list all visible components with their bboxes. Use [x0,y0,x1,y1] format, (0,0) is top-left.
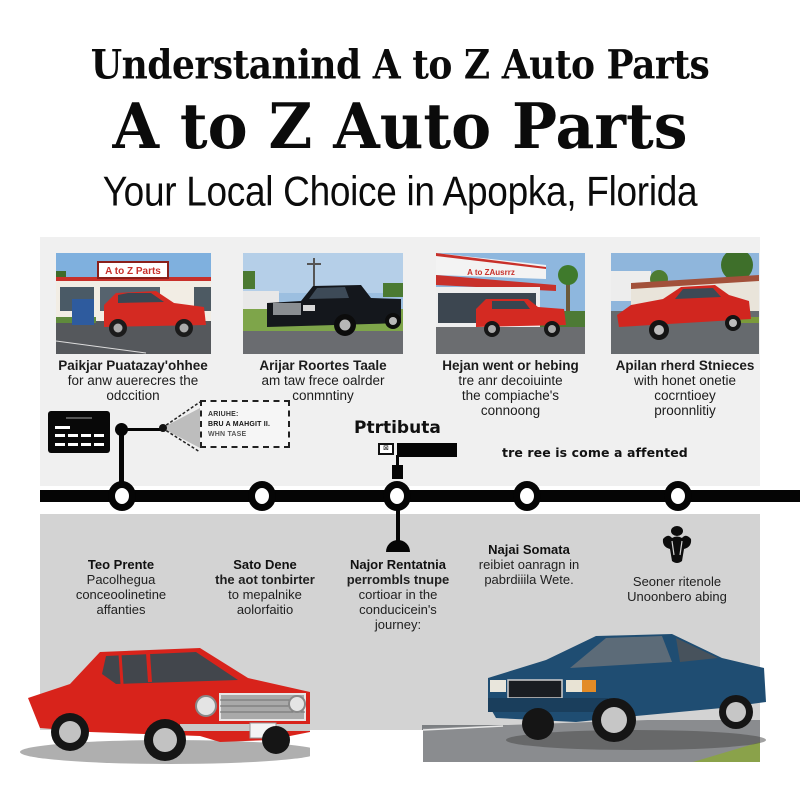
caption-line: cortioar in the [358,587,438,602]
caption-line: the aot tonbirter [215,572,315,587]
caption-line: affanties [96,602,146,617]
timeline-node-1[interactable] [108,481,136,511]
caption-line: conmntiny [292,388,354,403]
bottom-caption-2: Sato Dene the aot tonbirter to mepalnike… [200,557,330,617]
photo-4-caption: Apilan rherd Stnieces with honet onetie … [601,358,769,418]
caption-title: Najor Rentatnia [349,557,447,572]
caption-line: conducicein's [359,602,437,617]
bottom-caption-5: Seoner ritenole Unoonbero abing [612,574,742,604]
photo-2-caption: Arijar Roortes Taale am taw frece oalrde… [238,358,408,403]
node-3-lower-stem [396,510,400,546]
caption-line: odccition [106,388,160,403]
caption-line: am taw frece oalrder [261,373,385,388]
caption-title: Arijar Roortes Taale [259,358,387,373]
caption-line: connoong [480,403,541,418]
caption-title: Hejan went or hebing [442,358,579,373]
annotation-line: WHN TASE [208,431,247,438]
photo-red-sedan [611,253,759,354]
header: Understanind A to Z Auto Parts A to Z Au… [0,0,800,230]
caption-line: reibiet oanragn in [478,557,580,572]
caption-line: journey: [374,617,422,632]
caption-line: tre anr decoiuinte [458,373,563,388]
headline-brand: A to Z Auto Parts [112,90,688,164]
photo-storefront-red-pickup: A to ZAusrrz [436,253,585,354]
caption-line: perrombls tnupe [346,572,450,587]
image-badge-icon: ⊠ [378,443,394,455]
marker-stem [396,455,399,467]
node-1-connector [124,428,164,431]
callout-pointer-icon [159,401,201,453]
marker-title: Ptrtibuta [354,418,441,438]
blue-sedan [486,632,770,752]
marker-block [392,465,403,479]
headline-understanding: Understanind A to Z Auto Parts [90,41,710,89]
node-1-stem [119,428,124,490]
caption-title: Paikjar Puatazay'ohhee [58,358,208,373]
caption-line: proonnlitiy [654,403,716,418]
caption-line: pabrdiiila Wete. [484,572,574,587]
caption-title: Apilan rherd Stnieces [615,358,755,373]
annotation-box: ARIUHE: BRU A MAHGIT II. WHN TASE [200,400,290,448]
node-1-knob [115,423,128,436]
bottom-caption-1: Teo Prente Pacolhegua conceoolinetine af… [56,557,186,617]
auto-part-icon [662,526,692,563]
timeline-note: tre ree is come a affented [502,445,688,460]
timeline-node-5[interactable] [664,481,692,511]
annotation-line: BRU A MAHGIT II. [208,421,271,428]
caption-line: the compiache's [461,388,560,403]
photo-1-caption: Paikjar Puatazay'ohhee for anw auerecres… [48,358,218,403]
timeline-track [40,490,800,502]
bottom-caption-4: Najai Somata reibiet oanragn in pabrdiii… [467,542,591,587]
store-sign-text: A to Z Parts [105,266,161,277]
caption-line: cocrntioey [654,388,716,403]
caption-line: conceoolinetine [75,587,167,602]
caption-title: Teo Prente [87,557,155,572]
timeline-node-4[interactable] [513,481,541,511]
photo-3-caption: Hejan went or hebing tre anr decoiuinte … [428,358,593,418]
marker-bar [397,443,457,457]
store-sign-text: A to ZAusrrz [467,268,515,277]
timeline-node-2[interactable] [248,481,276,511]
bottom-caption-3: Najor Rentatnia perrombls tnupe cortioar… [338,557,458,632]
photo-black-pickup [243,253,403,354]
timeline-node-3[interactable] [383,481,411,511]
caption-line: Pacolhegua [86,572,156,587]
pin-base-icon [386,540,410,552]
annotation-line: ARIUHE: [208,411,239,418]
caption-line: Seoner ritenole [632,574,722,589]
caption-line: to mepalnike [228,587,302,602]
classic-red-sedan [20,640,310,765]
headline-tagline: Your Local Choice in Apopka, Florida [102,168,698,215]
caption-line: for anw auerecres the [67,373,199,388]
caption-title: Najai Somata [488,542,570,557]
photo-storefront-red-suv: A to Z Parts [56,253,211,354]
caption-line: Unoonbero abing [627,589,727,604]
caption-title: Sato Dene [233,557,297,572]
caption-line: with honet onetie [633,373,737,388]
caption-line: aolorfaitio [236,602,294,617]
credit-card-icon [48,411,110,453]
